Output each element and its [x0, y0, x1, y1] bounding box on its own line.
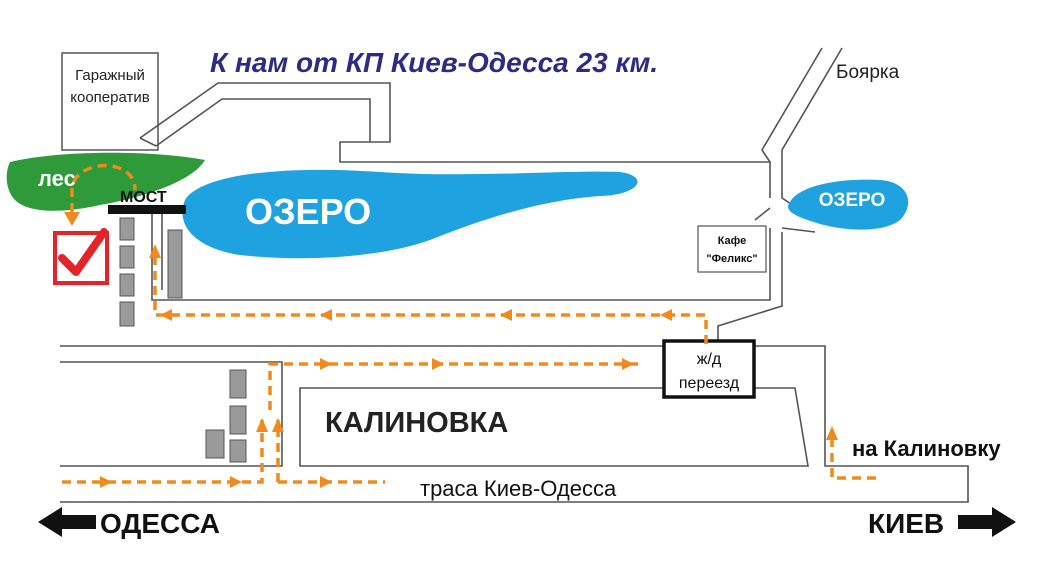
kiev-label: КИЕВ: [868, 508, 944, 539]
garage-label-line2: кооператив: [70, 89, 149, 106]
checkmark-box-icon: [53, 228, 109, 285]
lake-main-label: ОЗЕРО: [245, 191, 371, 232]
map-title: К нам от КП Киев-Одесса 23 км.: [210, 47, 658, 78]
cafe-label-line2: "Феликс": [706, 253, 757, 265]
crossing-label-line2: переезд: [679, 375, 740, 392]
bridge-label: МОСТ: [120, 189, 167, 206]
odessa-label: ОДЕССА: [100, 508, 220, 539]
cafe-label-line1: Кафе: [718, 235, 747, 247]
buildings: [119, 217, 247, 463]
forest: [6, 152, 205, 211]
route-path: [62, 163, 876, 488]
garage-cooperative: [61, 52, 159, 151]
lake-main: [182, 169, 638, 259]
bridge: [108, 205, 186, 214]
cafe-felix: [697, 225, 767, 273]
lake-small: [788, 179, 909, 230]
crossing-label-line1: ж/д: [697, 351, 722, 368]
forest-label: лес: [38, 166, 76, 191]
arrow-right-icon: [958, 507, 1016, 537]
roads: [60, 47, 969, 503]
boyarka-label: Боярка: [836, 62, 900, 83]
to-kalinovka-label: на Калиновку: [852, 436, 1001, 461]
arrow-left-icon: [38, 507, 96, 537]
highway-label: траса Киев-Одесса: [420, 476, 617, 501]
garage-label-line1: Гаражный: [75, 67, 145, 84]
railway-crossing: [662, 339, 756, 399]
lake-small-label: ОЗЕРО: [819, 190, 886, 211]
village-label: КАЛИНОВКА: [325, 407, 508, 439]
